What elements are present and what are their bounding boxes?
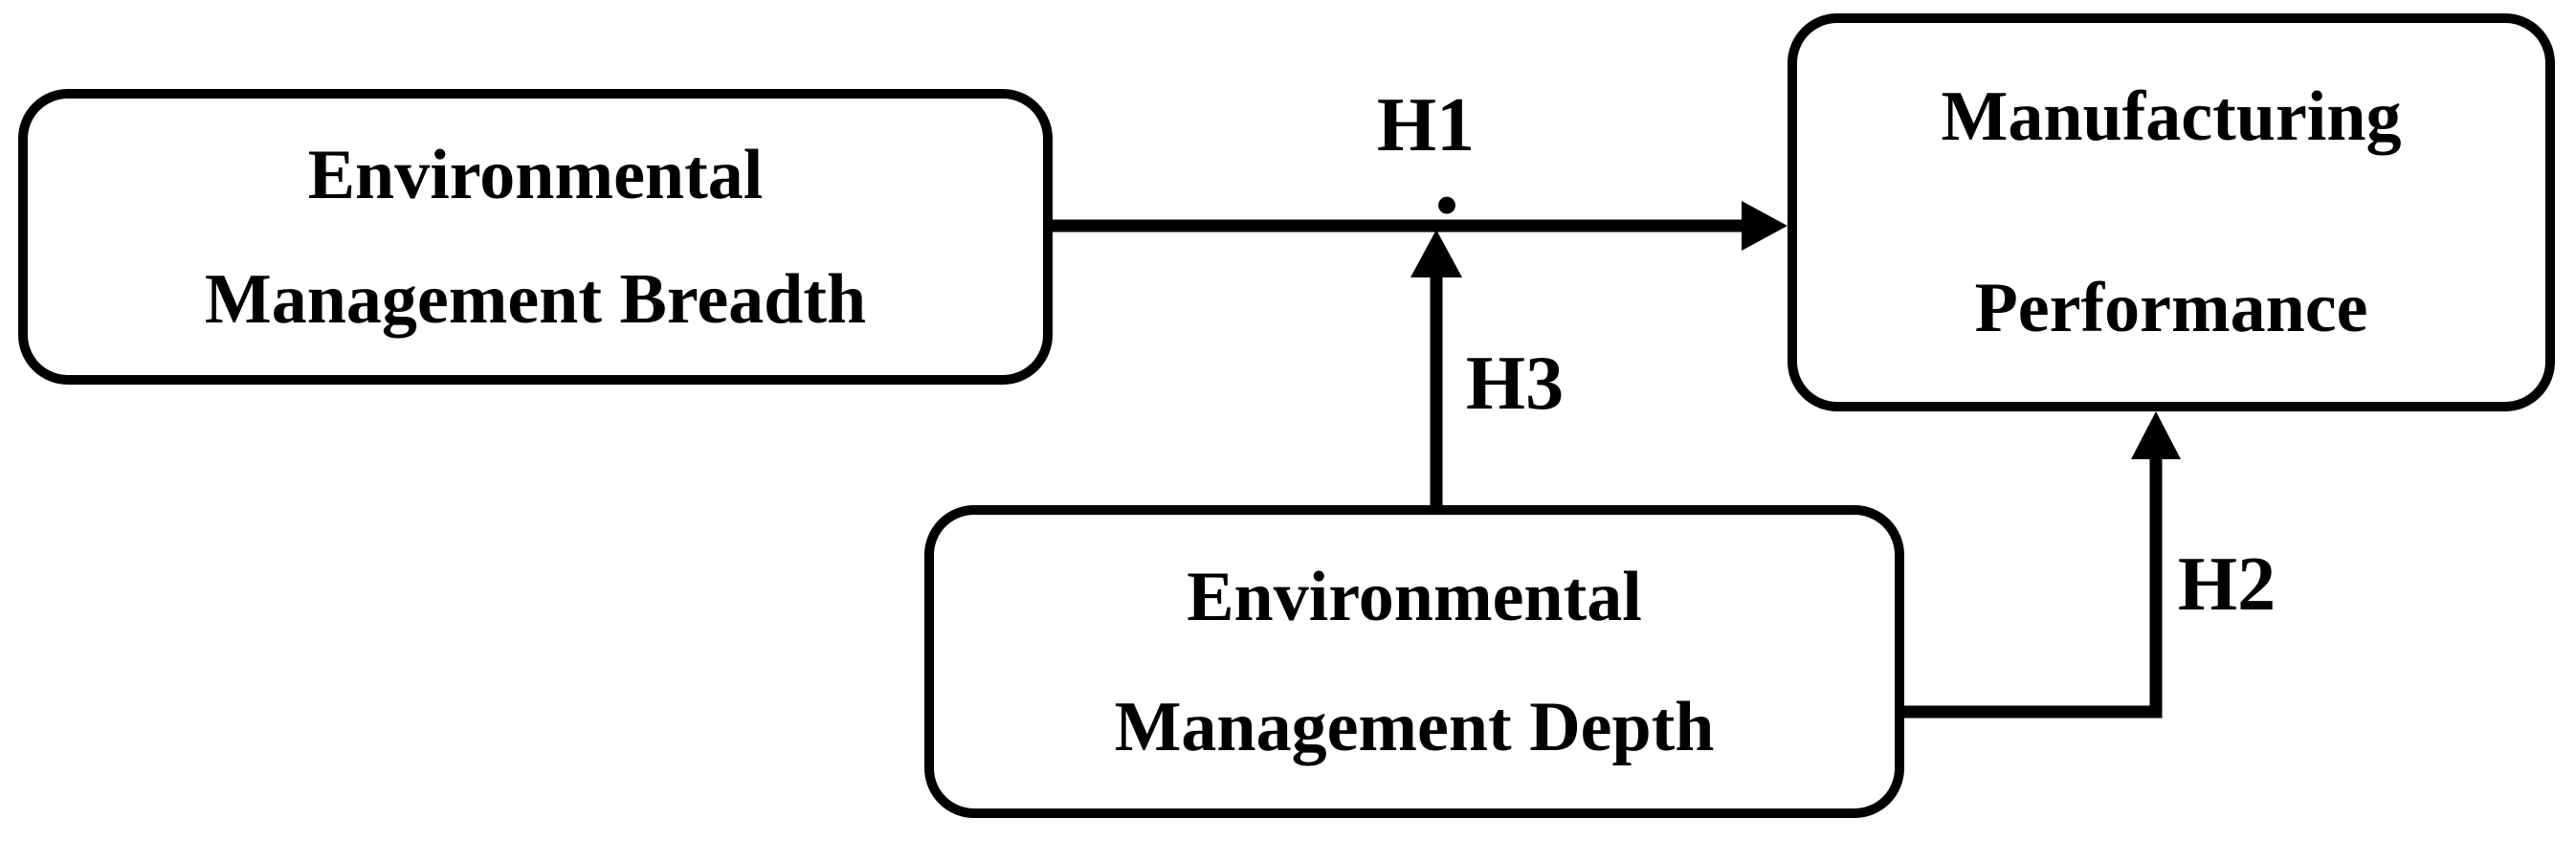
hypothesis-label-h2: H2 — [2177, 542, 2276, 627]
node-environmental-management-depth: Environmental Management Depth — [924, 505, 1904, 818]
h3-arrowhead-icon — [1410, 230, 1462, 277]
node-label-line: Performance — [1974, 269, 2368, 347]
h1-period-dot: . — [1433, 119, 1460, 235]
node-label-line: Management Depth — [1114, 687, 1715, 766]
node-label-line: Environmental — [307, 135, 764, 214]
h2-arrow-shaft — [1899, 457, 2163, 719]
hypothesis-label-h1: H1 — [1376, 83, 1476, 167]
node-label-line: Environmental — [1187, 557, 1642, 636]
node-label-line: Manufacturing — [1941, 77, 2402, 156]
node-environmental-management-breadth: Environmental Management Breadth — [18, 89, 1053, 385]
h2-arrowhead-icon — [2131, 411, 2181, 459]
h1-arrowhead-icon — [1742, 201, 1788, 251]
hypothesis-label-h3: H3 — [1465, 342, 1565, 426]
node-label-line: Management Breadth — [204, 259, 867, 339]
node-manufacturing-performance: Manufacturing Performance — [1788, 13, 2555, 411]
